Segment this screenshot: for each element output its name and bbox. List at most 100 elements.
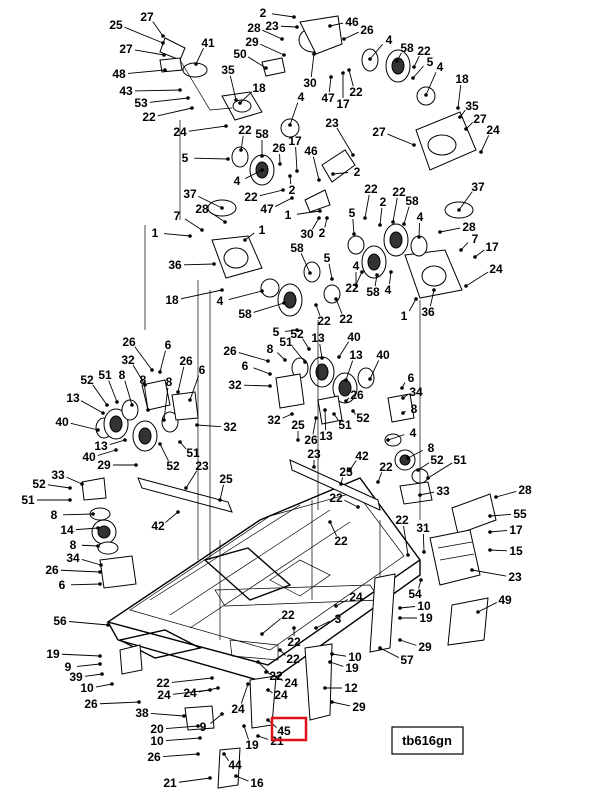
right-accessories	[369, 493, 497, 653]
leader-line	[352, 218, 355, 235]
callout-c2: 27	[140, 10, 165, 38]
leader-dot	[317, 178, 321, 182]
callout-label: 32	[223, 420, 237, 434]
leader-line	[124, 380, 133, 406]
lower-brackets	[119, 643, 333, 789]
leader-line	[180, 289, 223, 300]
callout-c154: 57	[378, 646, 414, 667]
callout-c95: 51	[332, 412, 352, 432]
leader-line	[413, 55, 420, 68]
leader-line	[331, 653, 347, 657]
callout-label: 57	[400, 653, 414, 667]
leader-dot	[351, 153, 355, 157]
leader-line	[439, 227, 461, 233]
leader-line	[127, 69, 166, 74]
leader-line	[152, 21, 164, 37]
callout-c36: 58	[255, 127, 269, 158]
leader-line	[427, 462, 453, 479]
leader-dot	[339, 482, 343, 486]
callout-label: 13	[349, 348, 363, 362]
callout-c175: 24	[183, 686, 220, 700]
callout-c4: 48	[112, 67, 167, 81]
callout-c113: 28	[494, 483, 532, 499]
leader-line	[183, 263, 215, 266]
callout-label: 27	[119, 42, 133, 56]
leader-dot	[312, 465, 316, 469]
leader-dot	[295, 328, 299, 332]
leader-line	[239, 91, 253, 104]
callout-c123: 52	[80, 373, 109, 407]
callout-c159: 22	[278, 648, 300, 666]
leader-line	[429, 289, 435, 307]
callout-c80: 52	[290, 327, 311, 351]
callout-c108: 33	[418, 484, 450, 498]
callout-label: 23	[508, 570, 522, 584]
leader-dot	[378, 646, 382, 650]
leader-line	[62, 513, 94, 516]
leader-line	[312, 156, 320, 181]
leader-dot	[479, 150, 483, 154]
leader-line	[262, 29, 283, 40]
leader-line	[92, 384, 108, 406]
callout-c115: 17	[488, 523, 523, 537]
callout-c25: 47	[321, 75, 335, 105]
leader-dot	[91, 512, 95, 516]
reference-lines	[144, 120, 421, 560]
callout-c127: 8	[162, 375, 173, 422]
leader-dot	[239, 148, 243, 152]
leader-line	[348, 69, 354, 87]
leader-dot	[196, 752, 200, 756]
callout-c15: 23	[265, 19, 299, 33]
leader-line	[344, 499, 359, 508]
leader-dot	[464, 127, 468, 131]
callout-c104: 23	[307, 447, 321, 469]
callout-c116: 15	[488, 544, 523, 558]
callout-label: 23	[265, 19, 279, 33]
callout-label: 16	[250, 776, 264, 790]
callout-c3: 27	[119, 42, 166, 57]
leader-dot	[96, 544, 100, 548]
leader-line	[144, 385, 149, 411]
callout-label: 22	[364, 182, 378, 196]
callout-label: 8	[428, 441, 435, 455]
leader-line	[379, 647, 399, 658]
leader-line	[70, 583, 101, 586]
leader-line	[295, 146, 298, 172]
callout-label: 54	[408, 587, 422, 601]
leader-dot	[134, 463, 138, 467]
callout-c73: 36	[421, 288, 436, 319]
callout-c67: 5	[324, 251, 334, 281]
leader-line	[336, 127, 354, 156]
leader-line	[81, 559, 102, 566]
leader-dot	[398, 638, 402, 642]
callout-c126: 8	[140, 373, 150, 412]
leader-dot	[208, 776, 212, 780]
leader-dot	[260, 632, 264, 636]
leader-dot	[158, 370, 162, 374]
callout-label: 1	[285, 208, 292, 222]
callout-label: 24	[274, 688, 288, 702]
leader-dot	[266, 718, 270, 722]
callout-c55: 2	[378, 195, 387, 227]
callout-label: 14	[60, 523, 74, 537]
leader-dot	[292, 15, 296, 19]
leader-dot	[368, 57, 372, 61]
leader-dot	[184, 486, 188, 490]
leader-dot	[470, 568, 474, 572]
leader-dot	[354, 283, 358, 287]
callout-c178: 9	[200, 712, 224, 734]
drawing-code-box: tb616gn	[391, 726, 464, 755]
callout-c150: 10	[398, 599, 431, 613]
leader-dot	[378, 223, 382, 227]
leader-dot	[314, 626, 318, 630]
callout-label: 28	[247, 21, 261, 35]
leader-dot	[401, 396, 405, 400]
callout-c97: 25	[291, 418, 305, 442]
callout-c100: 4	[386, 426, 417, 442]
leader-line	[70, 422, 99, 431]
callout-c6: 53	[134, 96, 190, 110]
leader-line	[76, 663, 101, 667]
leader-dot	[182, 714, 186, 718]
leader-line	[387, 133, 415, 146]
leader-line	[403, 525, 409, 556]
